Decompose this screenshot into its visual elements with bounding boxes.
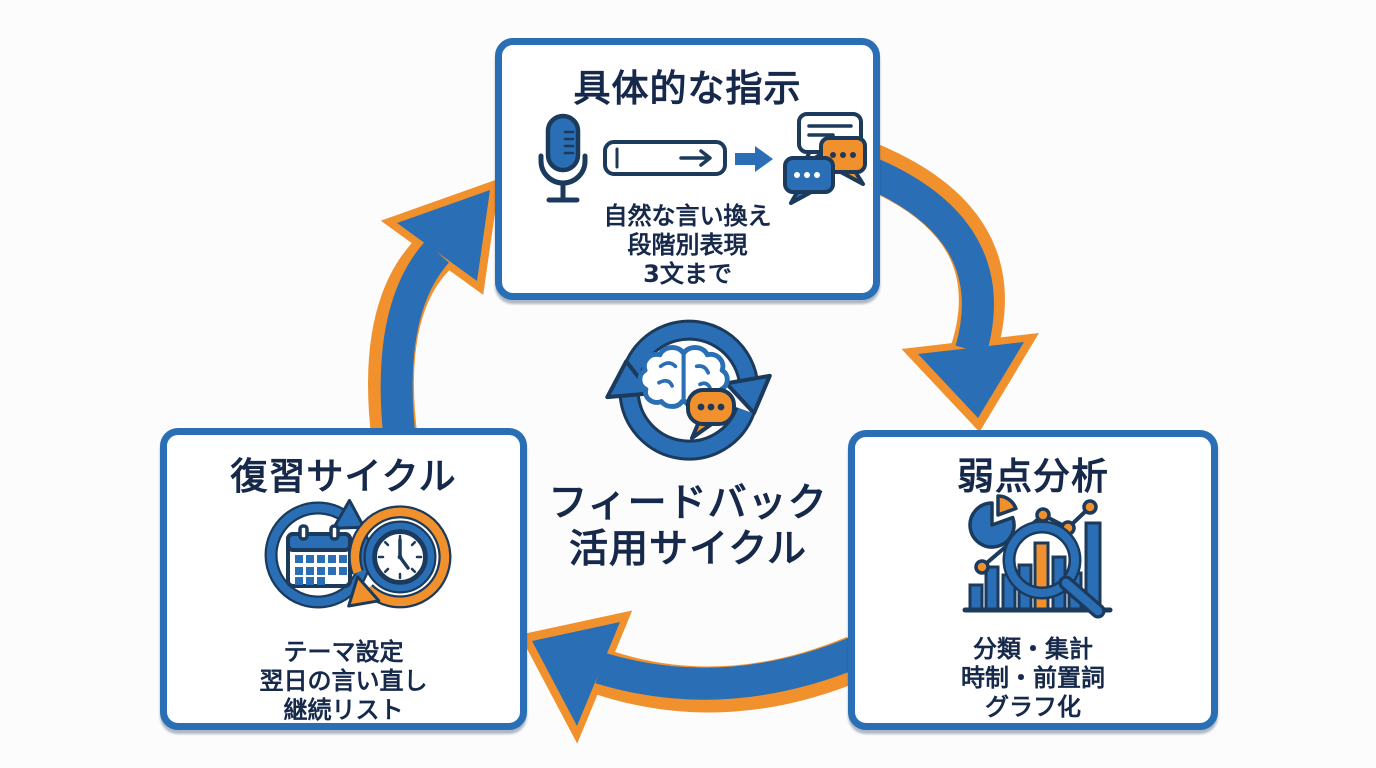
magnifier-icon [1002,520,1106,619]
detail-line: 継続リスト [283,696,404,724]
center-title: フィードバック 活用サイクル [468,481,908,573]
analysis-chart-icon [962,494,1113,619]
feedback-cycle-icon [605,319,772,461]
arrow-right-to-left [519,610,865,744]
detail-line: 3文まで [643,260,732,288]
box-details: テーマ設定 翌日の言い直し 継続リスト [167,638,520,725]
arrow-top-to-right [857,142,1039,432]
calendar-grid [295,555,347,585]
clock-cycle-icon [347,505,452,609]
box-title: 復習サイクル [230,455,457,498]
review-schedule-icon [264,498,452,609]
pie-chart-icon [968,494,1018,549]
detail-line: 自然な言い換え [603,202,772,230]
detail-line: テーマ設定 [283,638,404,666]
detail-line: グラフ化 [985,693,1081,721]
chat-bubbles-icon [783,112,867,205]
detail-line: 段階別表現 [627,231,748,259]
box-details: 分類・集計 時制・前置詞 グラフ化 [855,635,1211,722]
box-details: 自然な言い換え 段階別表現 3文まで [502,202,873,289]
center-title-line2: 活用サイクル [568,527,808,572]
detail-line: 分類・集計 [973,635,1093,663]
clock-ticks [377,534,423,580]
detail-line: 時制・前置詞 [961,664,1105,692]
arrow-right-icon [735,146,773,172]
center-title-line1: フィードバック [548,481,828,526]
arrow-left-to-top [368,178,500,445]
calendar-cycle-icon [264,498,372,609]
microphone-icon [538,113,588,203]
text-input-icon [603,140,727,176]
detail-line: 翌日の言い直し [259,667,428,695]
box-weakness-analysis: 弱点分析 分類・集計 時制・前置詞 グラフ化 [848,430,1218,730]
speech-bubble-icon [686,388,736,440]
box-title: 弱点分析 [957,455,1109,498]
box-title: 具体的な指示 [573,67,802,110]
